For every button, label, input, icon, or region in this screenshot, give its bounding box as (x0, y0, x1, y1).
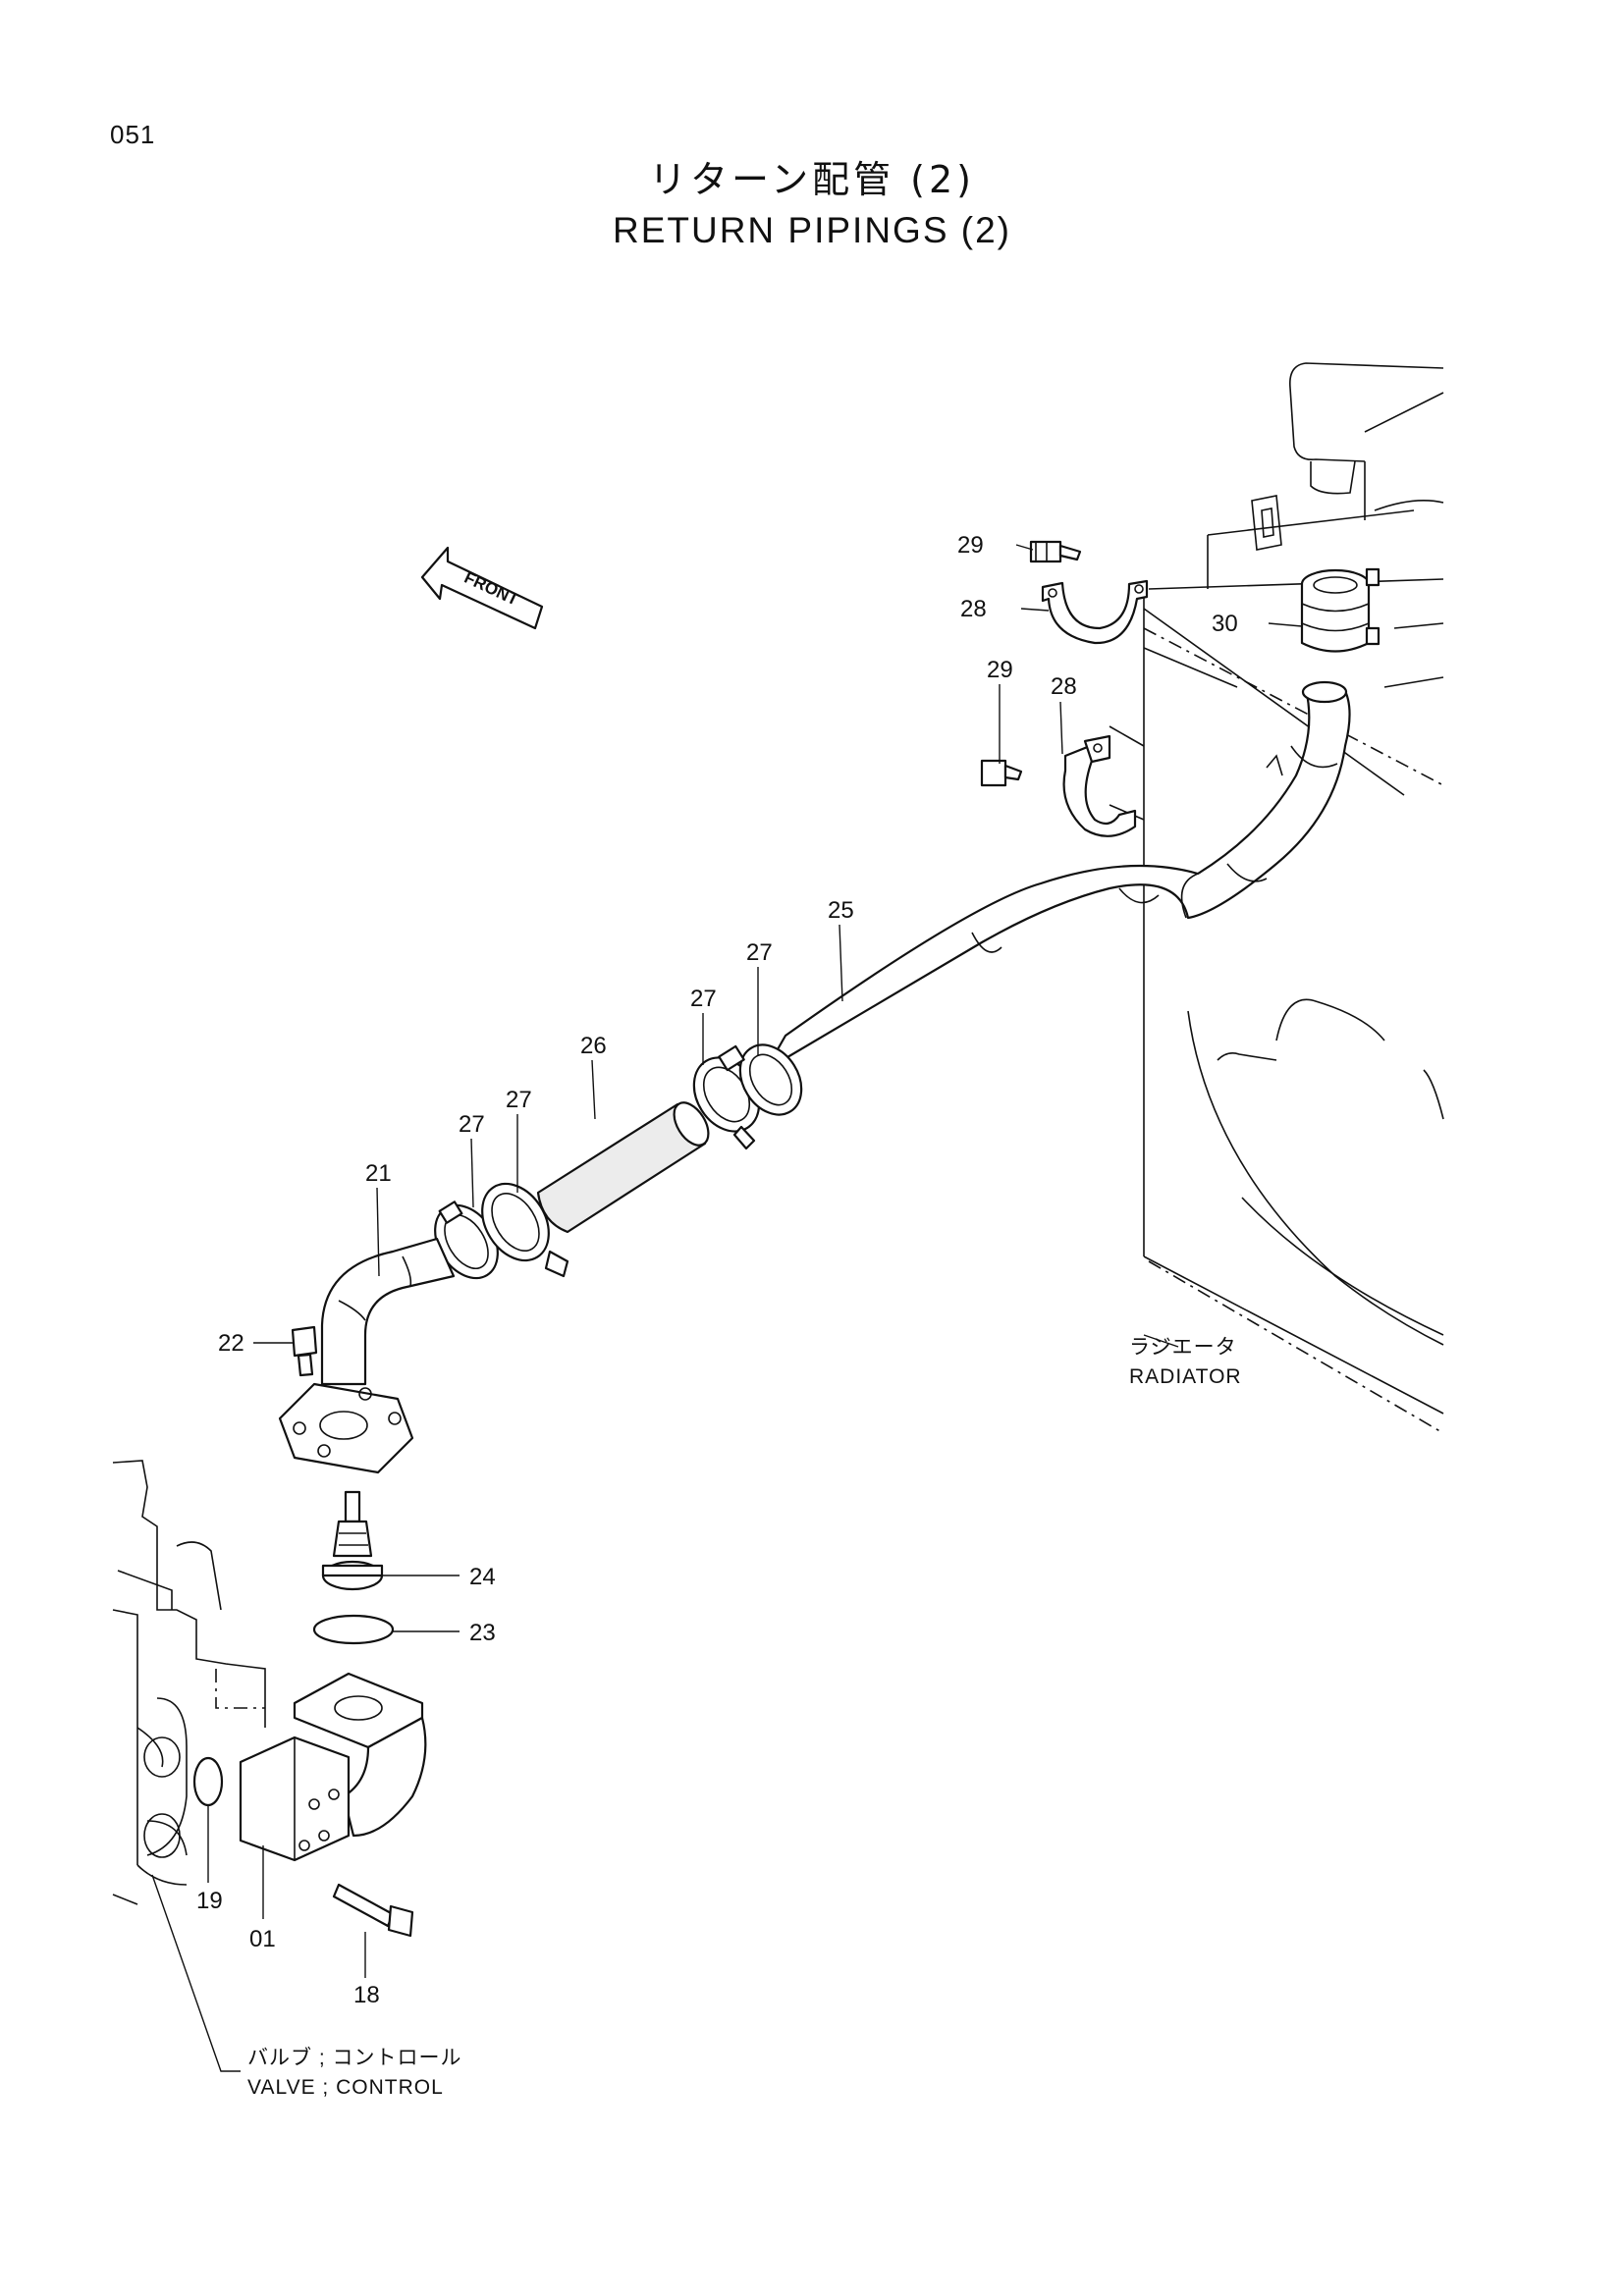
callout-27-c: 27 (506, 1087, 532, 1113)
control-valve-label-jp: バルブ ; コントロール (247, 2047, 462, 2069)
radiator-label: ラジエータ RADIATOR (1129, 1333, 1242, 1392)
callout-22: 22 (218, 1330, 244, 1357)
elbow-pipe-part-21 (278, 1237, 456, 1474)
o-ring-part-19 (192, 1756, 224, 1807)
radiator-drawing (1109, 362, 1444, 1434)
callout-25: 25 (828, 897, 854, 924)
callout-numbers: 29 28 30 29 28 25 27 27 26 27 27 21 22 2… (196, 532, 1238, 2008)
pipe-part-25 (764, 680, 1351, 1072)
callout-28-upper: 28 (960, 596, 987, 622)
bolt-part-22 (291, 1325, 318, 1377)
valve-part-24 (321, 1490, 384, 1591)
control-valve-drawing (112, 1460, 266, 1905)
clamp-part-28-lower (1062, 734, 1137, 837)
callout-24: 24 (469, 1564, 496, 1590)
control-valve-label-en: VALVE ; CONTROL (247, 2076, 444, 2099)
callout-27-a: 27 (746, 939, 773, 966)
control-valve-label: バルブ ; コントロール VALVE ; CONTROL (247, 2044, 462, 2103)
front-direction-arrow: FRONT (420, 546, 544, 630)
hose-part-26 (536, 1101, 710, 1234)
title-japanese: リターン配管 (2) (648, 158, 975, 201)
title-english: RETURN PIPINGS (2) (612, 210, 1012, 250)
clamp-part-28-upper (1041, 579, 1149, 645)
bolt-part-29-upper (1029, 540, 1082, 563)
callout-23: 23 (469, 1620, 496, 1646)
callout-27-b: 27 (690, 986, 717, 1012)
radiator-label-en: RADIATOR (1129, 1365, 1242, 1388)
clamp-part-27-b (718, 1043, 803, 1116)
callout-29-upper: 29 (957, 532, 984, 559)
callout-29-lower: 29 (987, 657, 1013, 683)
callout-01: 01 (249, 1926, 276, 1952)
leader-lines (151, 544, 1303, 2072)
clamp-part-27-d (481, 1182, 569, 1278)
clamp-part-27-c (434, 1201, 499, 1280)
page-number: 051 (110, 120, 156, 149)
callout-21: 21 (365, 1160, 392, 1187)
adapter-part-01 (239, 1672, 427, 1862)
hose-part-30 (1300, 567, 1380, 653)
callout-27-d: 27 (459, 1111, 485, 1138)
callout-28-lower: 28 (1051, 673, 1077, 700)
o-ring-part-23 (312, 1614, 395, 1645)
callout-30: 30 (1212, 611, 1238, 637)
bolt-part-29-lower (980, 759, 1023, 787)
callout-18: 18 (353, 1982, 380, 2008)
callout-19: 19 (196, 1888, 223, 1914)
radiator-label-jp: ラジエータ (1129, 1336, 1237, 1359)
bolt-part-18 (332, 1883, 414, 1938)
callout-26: 26 (580, 1033, 607, 1059)
